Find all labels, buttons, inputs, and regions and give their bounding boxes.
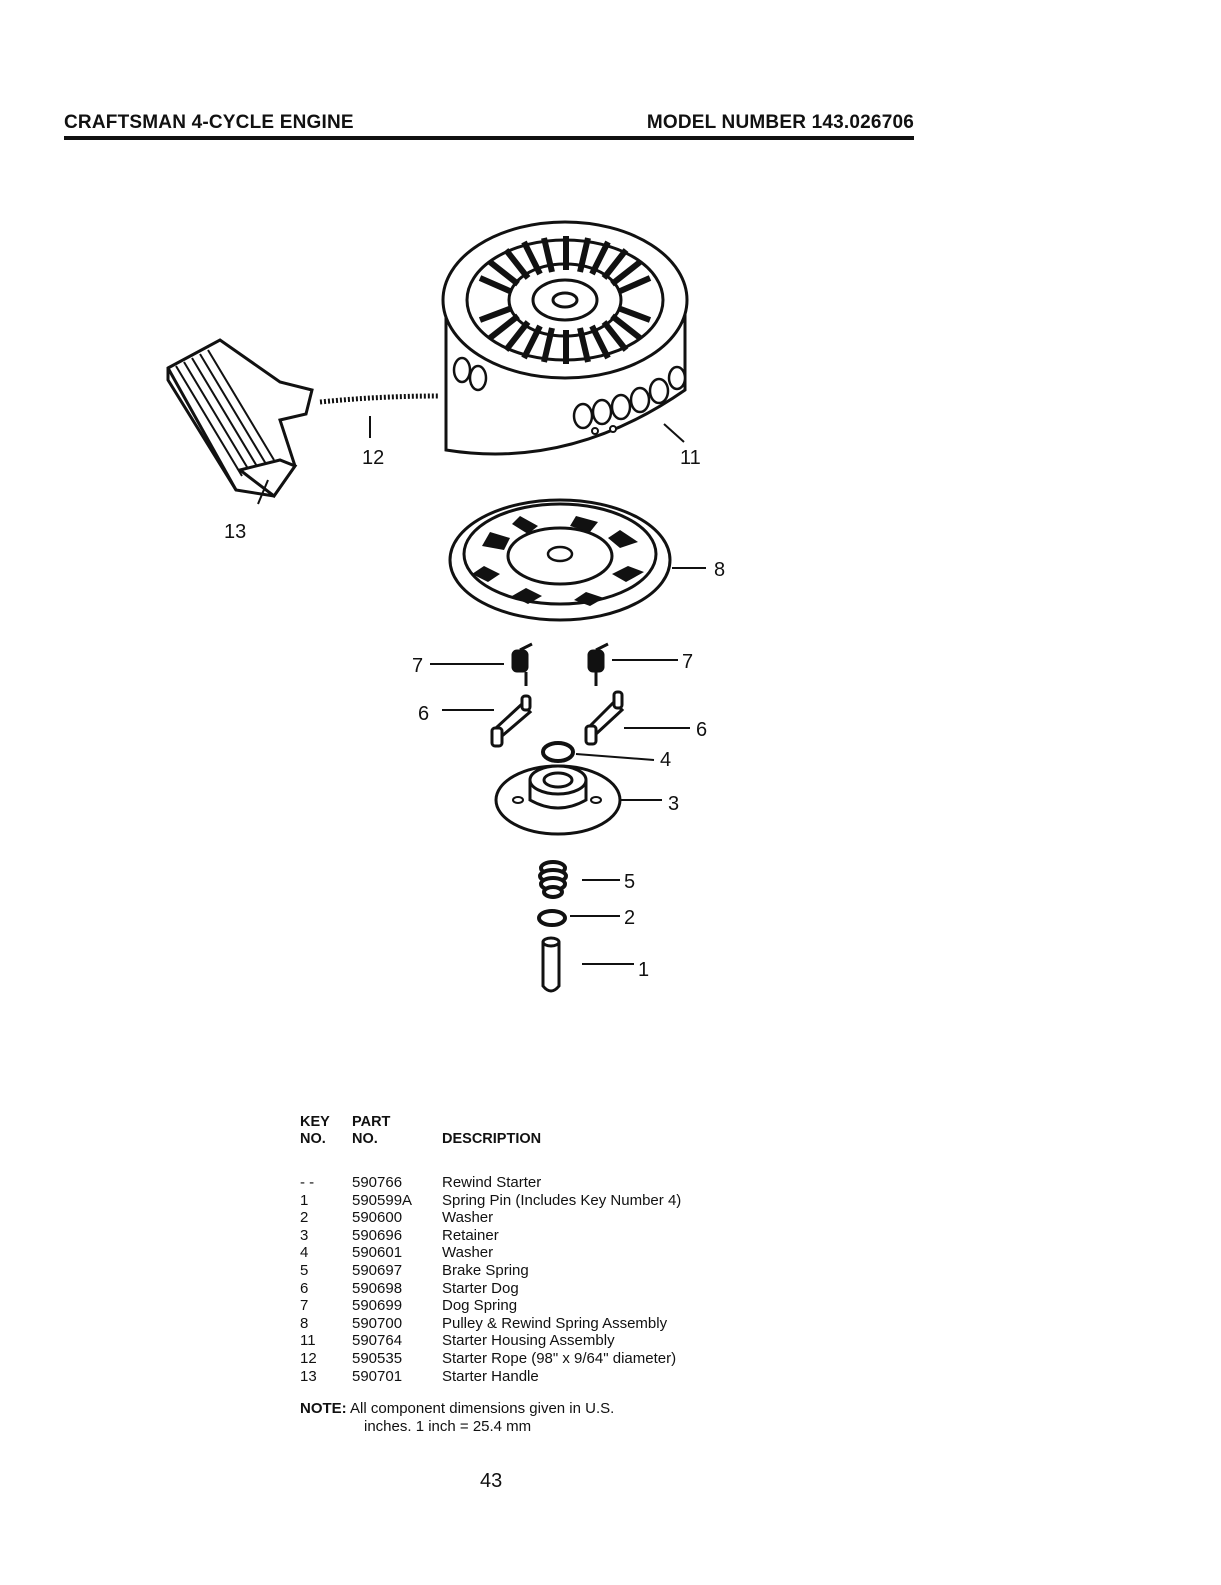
callout-6-right: 6 bbox=[696, 719, 707, 741]
spring-pin-illustration bbox=[541, 936, 561, 993]
dimension-note: NOTE: All component dimensions given in … bbox=[300, 1400, 614, 1436]
callout-8: 8 bbox=[714, 559, 725, 581]
callout-12: 12 bbox=[362, 447, 384, 469]
callout-5: 5 bbox=[624, 871, 635, 893]
starter-rope-illustration bbox=[319, 393, 439, 405]
callout-6-left: 6 bbox=[418, 703, 429, 725]
callout-1: 1 bbox=[638, 959, 649, 981]
callout-4: 4 bbox=[660, 749, 671, 771]
dog-spring-right-illustration bbox=[587, 642, 609, 686]
page-number: 43 bbox=[480, 1470, 503, 1492]
starter-dog-right-illustration bbox=[584, 690, 625, 746]
model-number: MODEL NUMBER 143.026706 bbox=[646, 112, 914, 133]
document-title: CRAFTSMAN 4-CYCLE ENGINE bbox=[64, 112, 354, 133]
starter-handle-illustration bbox=[166, 338, 314, 499]
note-line-2: inches. 1 inch = 25.4 mm bbox=[364, 1418, 532, 1435]
callout-7-left: 7 bbox=[412, 655, 423, 677]
exploded-parts-diagram: 13 12 11 8 7 7 6 6 4 3 5 2 1 bbox=[166, 220, 725, 993]
callout-13: 13 bbox=[224, 521, 246, 543]
callout-11: 11 bbox=[680, 447, 701, 469]
key-number-header: KEY NO. bbox=[300, 1114, 330, 1147]
callout-3: 3 bbox=[668, 793, 679, 815]
callout-7-right: 7 bbox=[682, 651, 693, 673]
callout-2: 2 bbox=[624, 907, 635, 929]
pulley-illustration bbox=[448, 498, 672, 622]
brake-spring-illustration bbox=[538, 860, 568, 899]
starter-dog-left-illustration bbox=[490, 694, 533, 748]
leader-lines bbox=[257, 416, 706, 965]
washer-bottom-illustration bbox=[537, 909, 567, 927]
description-header: DESCRIPTION bbox=[442, 1131, 542, 1147]
washer-top-illustration bbox=[541, 741, 575, 763]
starter-housing-illustration bbox=[441, 220, 689, 456]
note-line-1: All component dimensions given in U.S. bbox=[350, 1400, 615, 1417]
note-label: NOTE: bbox=[300, 1400, 347, 1417]
page-header: CRAFTSMAN 4-CYCLE ENGINE MODEL NUMBER 14… bbox=[64, 112, 914, 140]
header-rule bbox=[64, 136, 914, 140]
dog-spring-left-illustration bbox=[511, 642, 533, 686]
part-number-header: PART NO. bbox=[352, 1114, 391, 1147]
retainer-illustration bbox=[494, 764, 622, 836]
